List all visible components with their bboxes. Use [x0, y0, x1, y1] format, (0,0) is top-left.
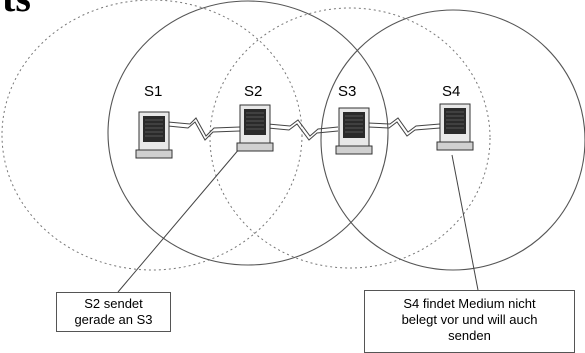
- wireless-link-icon: [367, 117, 441, 133]
- pointer-line-s2: [117, 147, 241, 293]
- computer-icon: [135, 111, 173, 159]
- range-circle-s3: [209, 7, 491, 269]
- computer-icon: [236, 104, 274, 152]
- callout-s2-sending: S2 sendet gerade an S3: [56, 292, 171, 332]
- callout-line: senden: [448, 328, 491, 343]
- cut-off-heading: ts: [2, 0, 31, 18]
- wireless-link-icon: [267, 119, 339, 137]
- callout-pointers: [117, 147, 479, 293]
- wireless-link-icon: [167, 117, 241, 137]
- computer-icon: [436, 103, 474, 151]
- callout-line: belegt vor und will auch: [401, 312, 538, 327]
- computer-icon: [335, 107, 373, 155]
- wireless-link-icon: [167, 121, 241, 141]
- callout-line: S4 findet Medium nicht: [403, 296, 536, 311]
- pointer-line-s4: [451, 154, 479, 291]
- range-circle-s4: [320, 9, 585, 271]
- range-circles: [1, 0, 585, 271]
- callout-line: gerade an S3: [74, 312, 153, 327]
- callout-s4-hidden-station: S4 findet Medium nicht belegt vor und wi…: [364, 290, 575, 353]
- callout-line: S2 sendet: [84, 296, 143, 311]
- wireless-link-icon: [267, 123, 339, 141]
- station-label-s1: S1: [144, 83, 163, 100]
- wireless-link-icon: [367, 121, 441, 137]
- station-label-s2: S2: [244, 83, 263, 100]
- wireless-links: [167, 117, 441, 141]
- range-circle-s1: [1, 0, 303, 271]
- station-label-s3: S3: [338, 83, 357, 100]
- range-circle-s2: [107, 0, 389, 266]
- station-label-s4: S4: [442, 83, 461, 100]
